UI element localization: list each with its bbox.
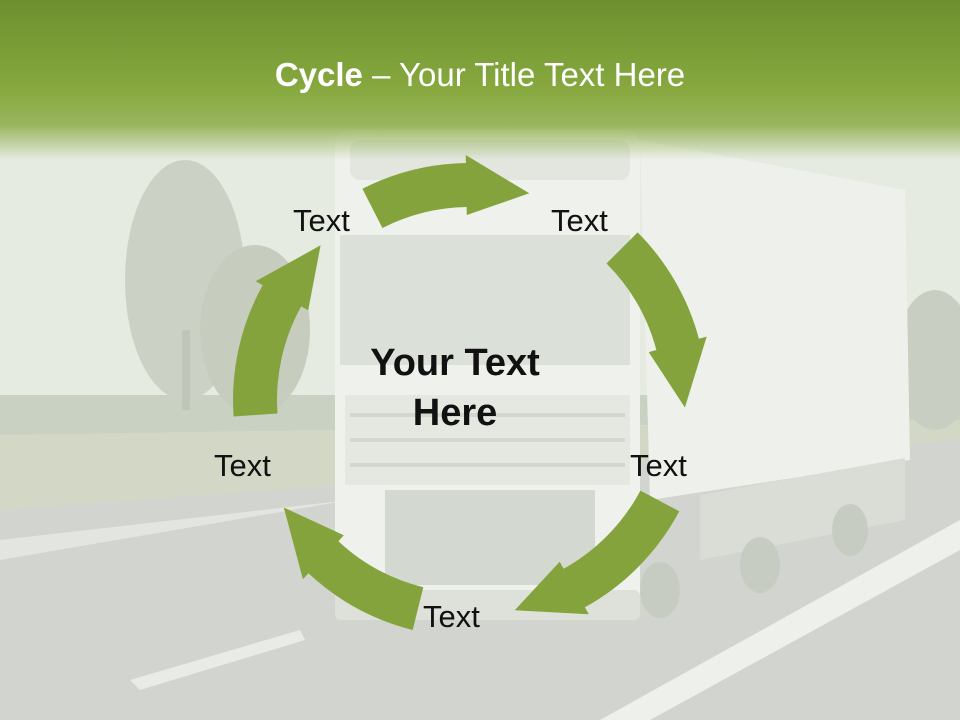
cycle-label-4: Text [423, 599, 480, 634]
cycle-arrow-icon-2 [606, 232, 707, 408]
slide-title: Cycle – Your Title Text Here [0, 52, 960, 98]
cycle-label-3: Text [630, 448, 687, 483]
center-text: Your Text Here [320, 338, 590, 438]
title-bold: Cycle [274, 56, 363, 93]
cycle-label-2: Text [551, 203, 608, 238]
header-band [0, 0, 960, 160]
cycle-arrow-icon-5 [233, 245, 321, 417]
cycle-label-1: Text [293, 203, 350, 238]
cycle-label-5: Text [214, 448, 271, 483]
title-rest: – Your Title Text Here [362, 56, 686, 93]
cycle-arrow-icon-3 [514, 490, 680, 615]
center-text-line-2: Here [412, 392, 498, 434]
cycle-arrow-icon-1 [362, 155, 530, 228]
cycle-arrow-icon-4 [283, 507, 424, 630]
center-text-line-1: Your Text [370, 342, 540, 384]
